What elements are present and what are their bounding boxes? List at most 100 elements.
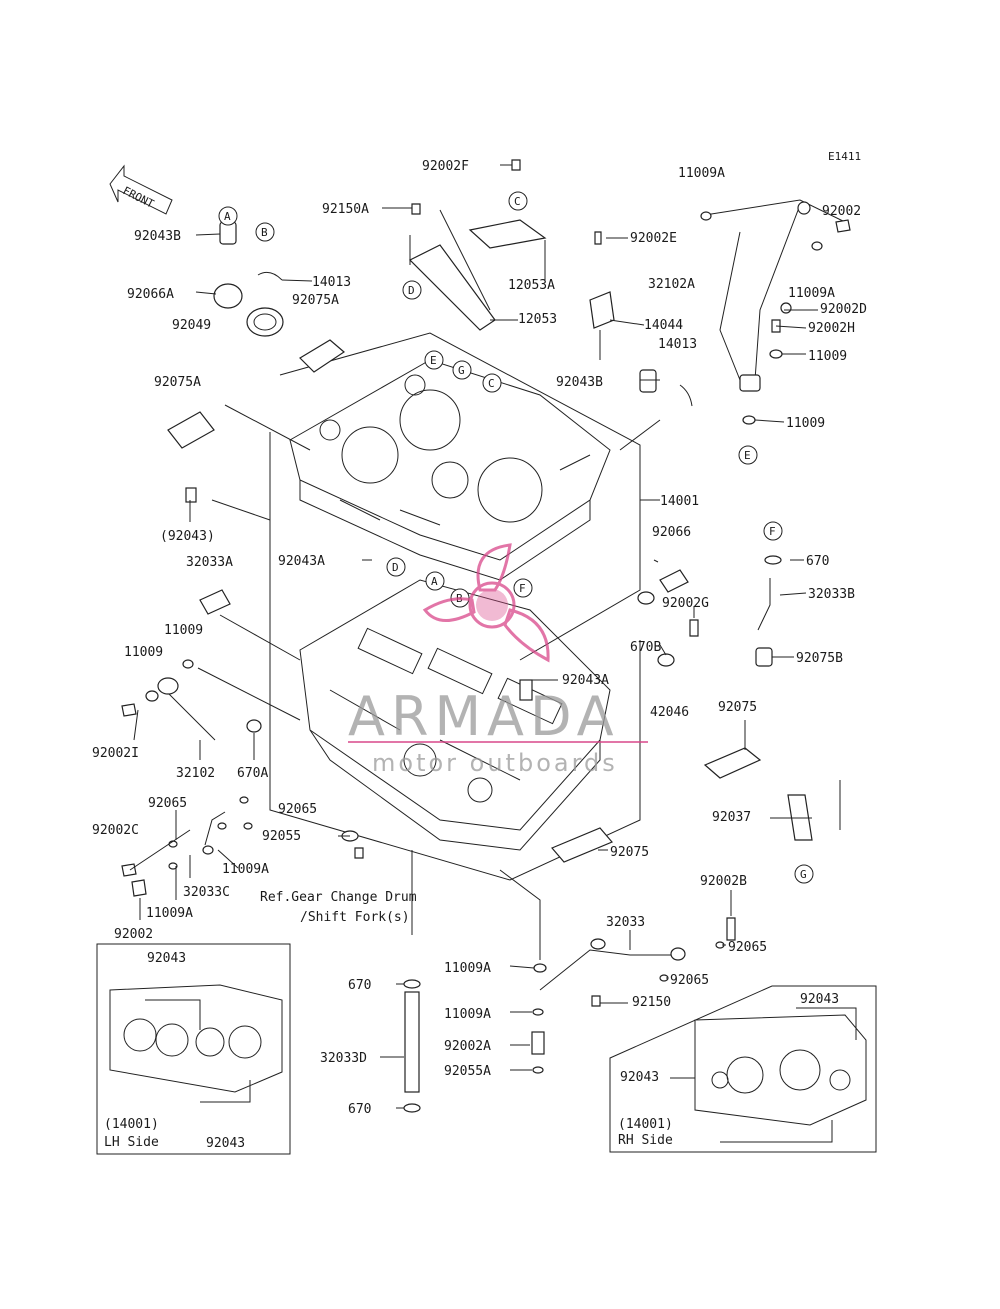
rh-label-92043-b: 92043 bbox=[620, 1070, 659, 1085]
front-label: FRONT bbox=[121, 184, 157, 211]
svg-text:D: D bbox=[392, 561, 399, 574]
svg-text:G: G bbox=[458, 364, 465, 377]
svg-text:A: A bbox=[224, 210, 231, 223]
label-32033A: 32033A bbox=[186, 555, 233, 570]
label-92002B: 92002B bbox=[700, 874, 747, 889]
callout-f-mid: F bbox=[513, 578, 533, 598]
svg-text:B: B bbox=[261, 226, 268, 239]
label-32033C: 32033C bbox=[183, 885, 230, 900]
label-92049: 92049 bbox=[172, 318, 211, 333]
label-92002D: 92002D bbox=[820, 302, 867, 317]
rh-code: (14001) bbox=[618, 1117, 673, 1132]
label-92002E: 92002E bbox=[630, 231, 677, 246]
label-92075A-top: 92075A bbox=[292, 293, 339, 308]
label-670-top: 670 bbox=[806, 554, 829, 569]
callout-d-mid: D bbox=[386, 557, 406, 577]
callout-c-mid: C bbox=[482, 373, 502, 393]
label-92037: 92037 bbox=[712, 810, 751, 825]
label-12053: 12053 bbox=[518, 312, 557, 327]
label-11009A-c2: 11009A bbox=[444, 1007, 491, 1022]
label-32033D: 32033D bbox=[320, 1051, 367, 1066]
label-92065-a: 92065 bbox=[148, 796, 187, 811]
svg-text:C: C bbox=[488, 377, 495, 390]
label-92075B: 92075B bbox=[796, 651, 843, 666]
leader-lines bbox=[197, 199, 846, 960]
label-670-c2: 670 bbox=[348, 1102, 371, 1117]
label-670-c1: 670 bbox=[348, 978, 371, 993]
label-11009A-l: 11009A bbox=[222, 862, 269, 877]
lower-crankcase bbox=[299, 579, 611, 851]
label-92065-b: 92065 bbox=[278, 802, 317, 817]
label-92066: 92066 bbox=[652, 525, 691, 540]
label-92002A: 92002A bbox=[444, 1039, 491, 1054]
label-32102A: 32102A bbox=[648, 277, 695, 292]
callout-g-bottom: G bbox=[794, 864, 814, 884]
label-11009A-top: 11009A bbox=[678, 166, 725, 181]
label-11009-a: 11009 bbox=[808, 349, 847, 364]
diagram-code: E1411 bbox=[828, 150, 861, 163]
lh-code: (14001) bbox=[104, 1117, 159, 1132]
label-11009-l2: 11009 bbox=[124, 645, 163, 660]
label-92066A: 92066A bbox=[127, 287, 174, 302]
part-labels: 92002F 92150A 11009A 92002 92043B 14013 … bbox=[92, 159, 867, 1117]
left-mid-parts bbox=[121, 589, 262, 741]
callout-f-right: F bbox=[763, 521, 783, 541]
watermark-subtitle: motor outboards bbox=[372, 749, 618, 777]
watermark-propeller-icon bbox=[422, 543, 550, 663]
label-92002-top: 92002 bbox=[822, 204, 861, 219]
label-92002C: 92002C bbox=[92, 823, 139, 838]
callouts: A B C D E G C E F D A B F G bbox=[218, 191, 814, 884]
callout-a-mid: A bbox=[425, 571, 445, 591]
oil-pipe-bottom bbox=[531, 917, 736, 1074]
label-32033: 32033 bbox=[606, 915, 645, 930]
label-42046: 42046 bbox=[650, 705, 689, 720]
callout-c-top: C bbox=[508, 191, 528, 211]
label-leaders bbox=[129, 164, 818, 1109]
watermark-title: ARMADA bbox=[348, 685, 620, 748]
top-center-parts bbox=[408, 159, 693, 407]
svg-text:A: A bbox=[431, 575, 438, 588]
lh-side: LH Side bbox=[104, 1135, 159, 1150]
label-92043B-mid: 92043B bbox=[556, 375, 603, 390]
label-92150A: 92150A bbox=[322, 202, 369, 217]
label-92065-d: 92065 bbox=[670, 973, 709, 988]
label-92075-b: 92075 bbox=[610, 845, 649, 860]
label-92043A-left: 92043A bbox=[278, 554, 325, 569]
label-92055: 92055 bbox=[262, 829, 301, 844]
label-92055A: 92055A bbox=[444, 1064, 491, 1079]
right-mid-parts bbox=[519, 555, 813, 863]
label-92075A: 92075A bbox=[154, 375, 201, 390]
ref-note-line2: /Shift Fork(s) bbox=[300, 910, 410, 925]
label-11009A-l2: 11009A bbox=[146, 906, 193, 921]
label-14044: 14044 bbox=[644, 318, 683, 333]
label-11009-l1: 11009 bbox=[164, 623, 203, 638]
inset-rh-side: 92043 92043 (14001) RH Side bbox=[609, 985, 877, 1153]
oil-pipe-right bbox=[700, 201, 851, 425]
label-11009A-c: 11009A bbox=[444, 961, 491, 976]
callout-b-top: B bbox=[255, 222, 275, 242]
callout-a-top: A bbox=[218, 206, 238, 226]
lh-label-92043-b: 92043 bbox=[206, 1136, 245, 1151]
label-11009-b: 11009 bbox=[786, 416, 825, 431]
label-92150: 92150 bbox=[632, 995, 671, 1010]
svg-text:C: C bbox=[514, 195, 521, 208]
rh-label-92043: 92043 bbox=[800, 992, 839, 1007]
label-92002F: 92002F bbox=[422, 159, 469, 174]
label-670B: 670B bbox=[630, 640, 661, 655]
inset-lh-side: 92043 92043 (14001) LH Side bbox=[96, 943, 291, 1155]
svg-text:E: E bbox=[744, 449, 751, 462]
label-14013-mid: 14013 bbox=[658, 337, 697, 352]
label-92002I: 92002I bbox=[92, 746, 139, 761]
upper-crankcase bbox=[289, 359, 611, 581]
label-670A: 670A bbox=[237, 766, 268, 781]
label-92075-r: 92075 bbox=[718, 700, 757, 715]
svg-text:E: E bbox=[430, 354, 437, 367]
svg-text:D: D bbox=[408, 284, 415, 297]
lh-label-92043: 92043 bbox=[147, 951, 186, 966]
label-92002H: 92002H bbox=[808, 321, 855, 336]
label-92043-paren: (92043) bbox=[160, 529, 215, 544]
oil-tube-center bbox=[403, 979, 421, 1113]
label-12053A: 12053A bbox=[508, 278, 555, 293]
callout-e-top: E bbox=[424, 350, 444, 370]
label-92065-c: 92065 bbox=[728, 940, 767, 955]
